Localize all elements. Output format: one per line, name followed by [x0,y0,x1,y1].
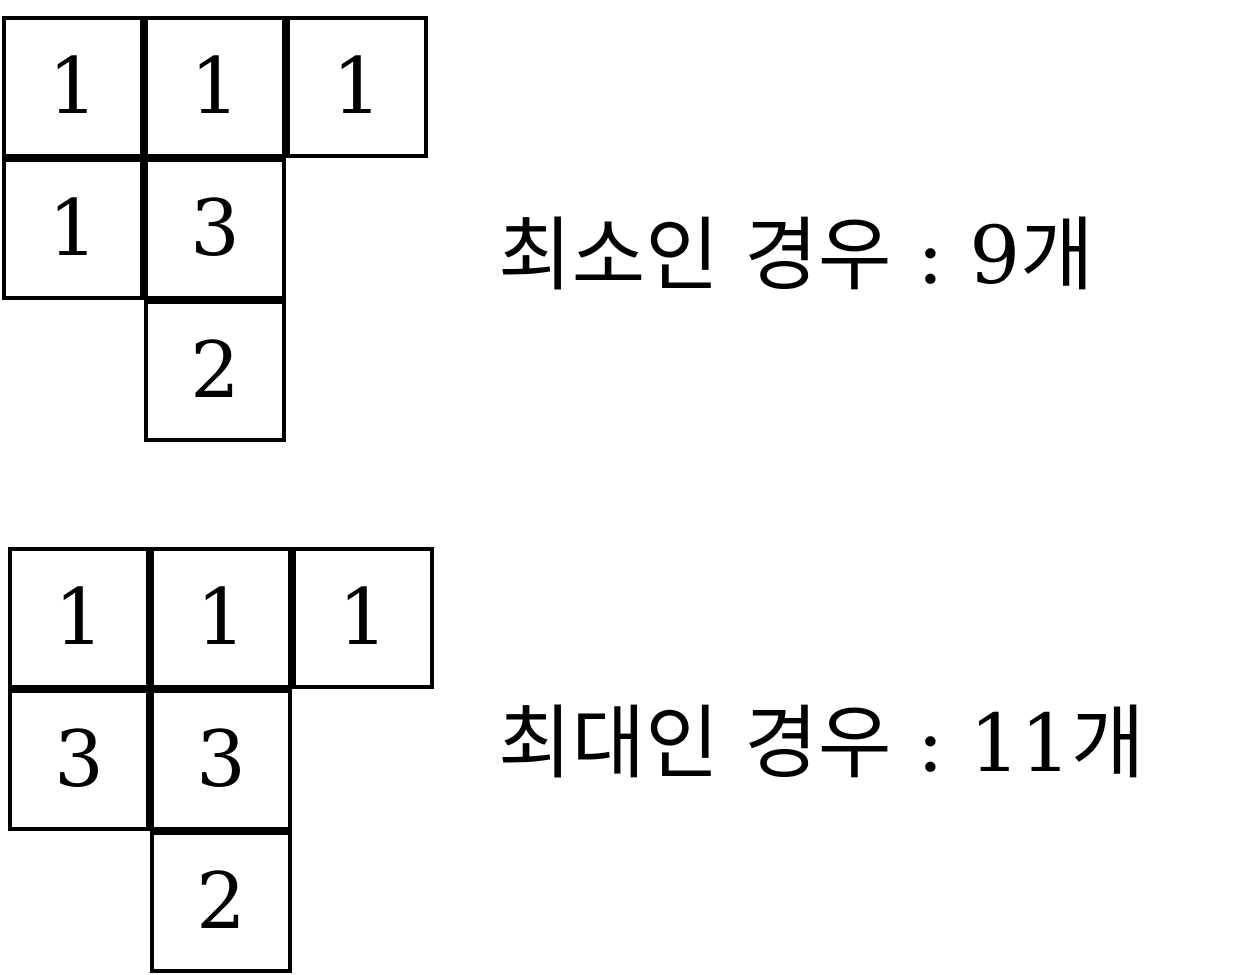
grid-cell: 1 [8,547,150,689]
minimum-case-caption: 최소인 경우 : 9개 [498,209,1094,302]
grid-cell: 1 [2,16,144,158]
grid-cell: 3 [150,689,292,831]
grid-cell: 1 [2,158,144,300]
maximum-case-caption: 최대인 경우 : 11개 [498,697,1145,790]
grid-cell: 2 [144,300,286,442]
grid-cell: 1 [144,16,286,158]
grid-cell: 1 [150,547,292,689]
grid-cell: 3 [8,689,150,831]
grid-cell: 2 [150,831,292,973]
grid-cell: 1 [292,547,434,689]
grid-cell: 3 [144,158,286,300]
grid-cell: 1 [286,16,428,158]
